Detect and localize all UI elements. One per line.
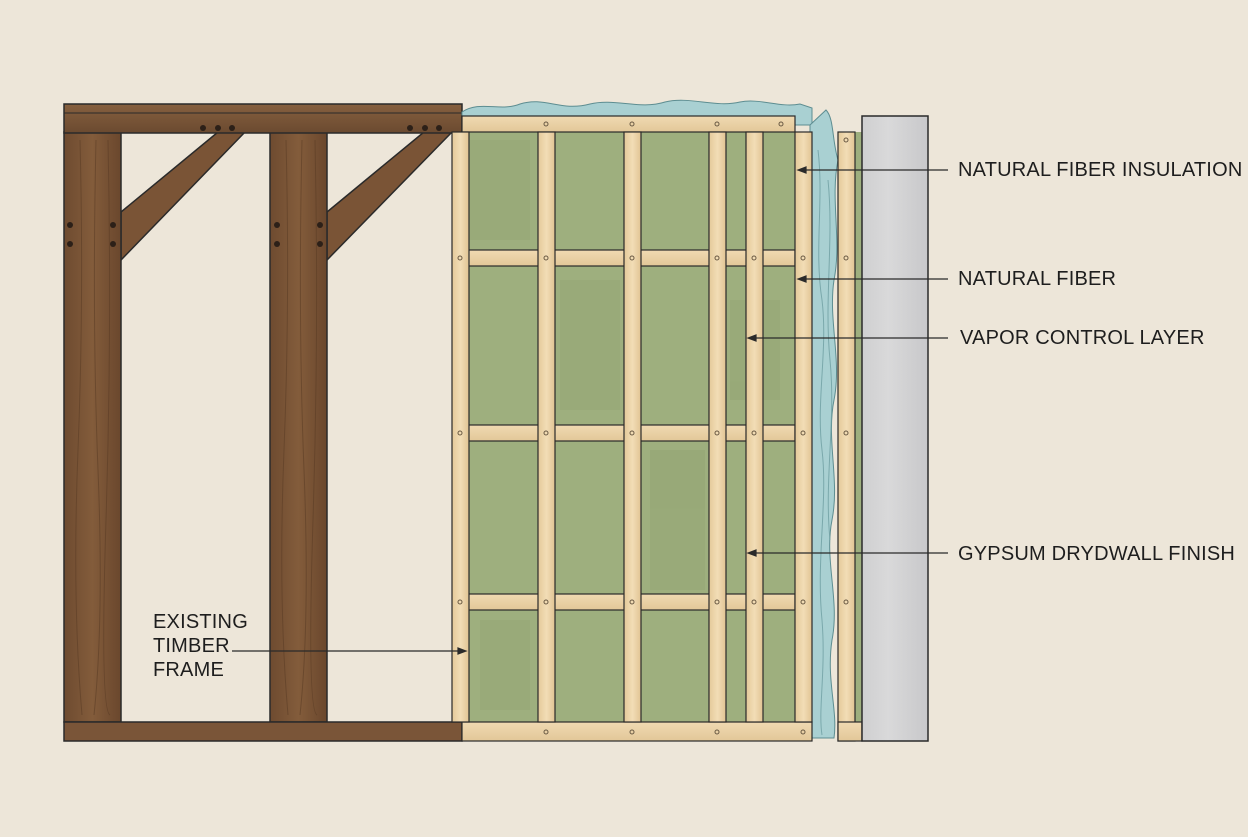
top-plate <box>461 115 796 133</box>
leader-lines <box>232 166 948 655</box>
label-gypsum-drywall-finish: GYPSUM DRYDWALL FINISH <box>958 543 1236 565</box>
timber-bolts <box>67 125 442 247</box>
vapor-membrane-side <box>809 109 839 739</box>
label-natural-fiber: NATURAL FIBER <box>958 268 1117 290</box>
label-existing-line-1: EXISTING <box>153 611 248 633</box>
label-natural-fiber-insulation: NATURAL FIBER INSULATION <box>958 159 1243 181</box>
timber-post-middle <box>269 131 328 723</box>
insulated-stud-wall <box>451 99 863 742</box>
label-existing-line-3: FRAME <box>153 659 224 681</box>
bottom-plate <box>461 721 813 742</box>
label-existing-line-2: TIMBER <box>153 635 230 657</box>
timber-sill <box>63 721 463 742</box>
label-existing-timber-frame: EXISTING TIMBER FRAME <box>153 610 248 682</box>
timber-brace-left <box>120 131 247 262</box>
timber-post-left <box>63 131 122 723</box>
label-vapor-control-layer: VAPOR CONTROL LAYER <box>960 327 1205 349</box>
existing-timber-frame <box>63 103 463 742</box>
timber-top-beam <box>63 103 463 134</box>
insulation-texture <box>470 140 780 710</box>
timber-brace-right <box>326 131 454 262</box>
gypsum-drywall <box>861 115 929 742</box>
timber-grain <box>75 139 318 716</box>
fasteners <box>457 121 849 735</box>
membrane-folds <box>817 149 833 736</box>
